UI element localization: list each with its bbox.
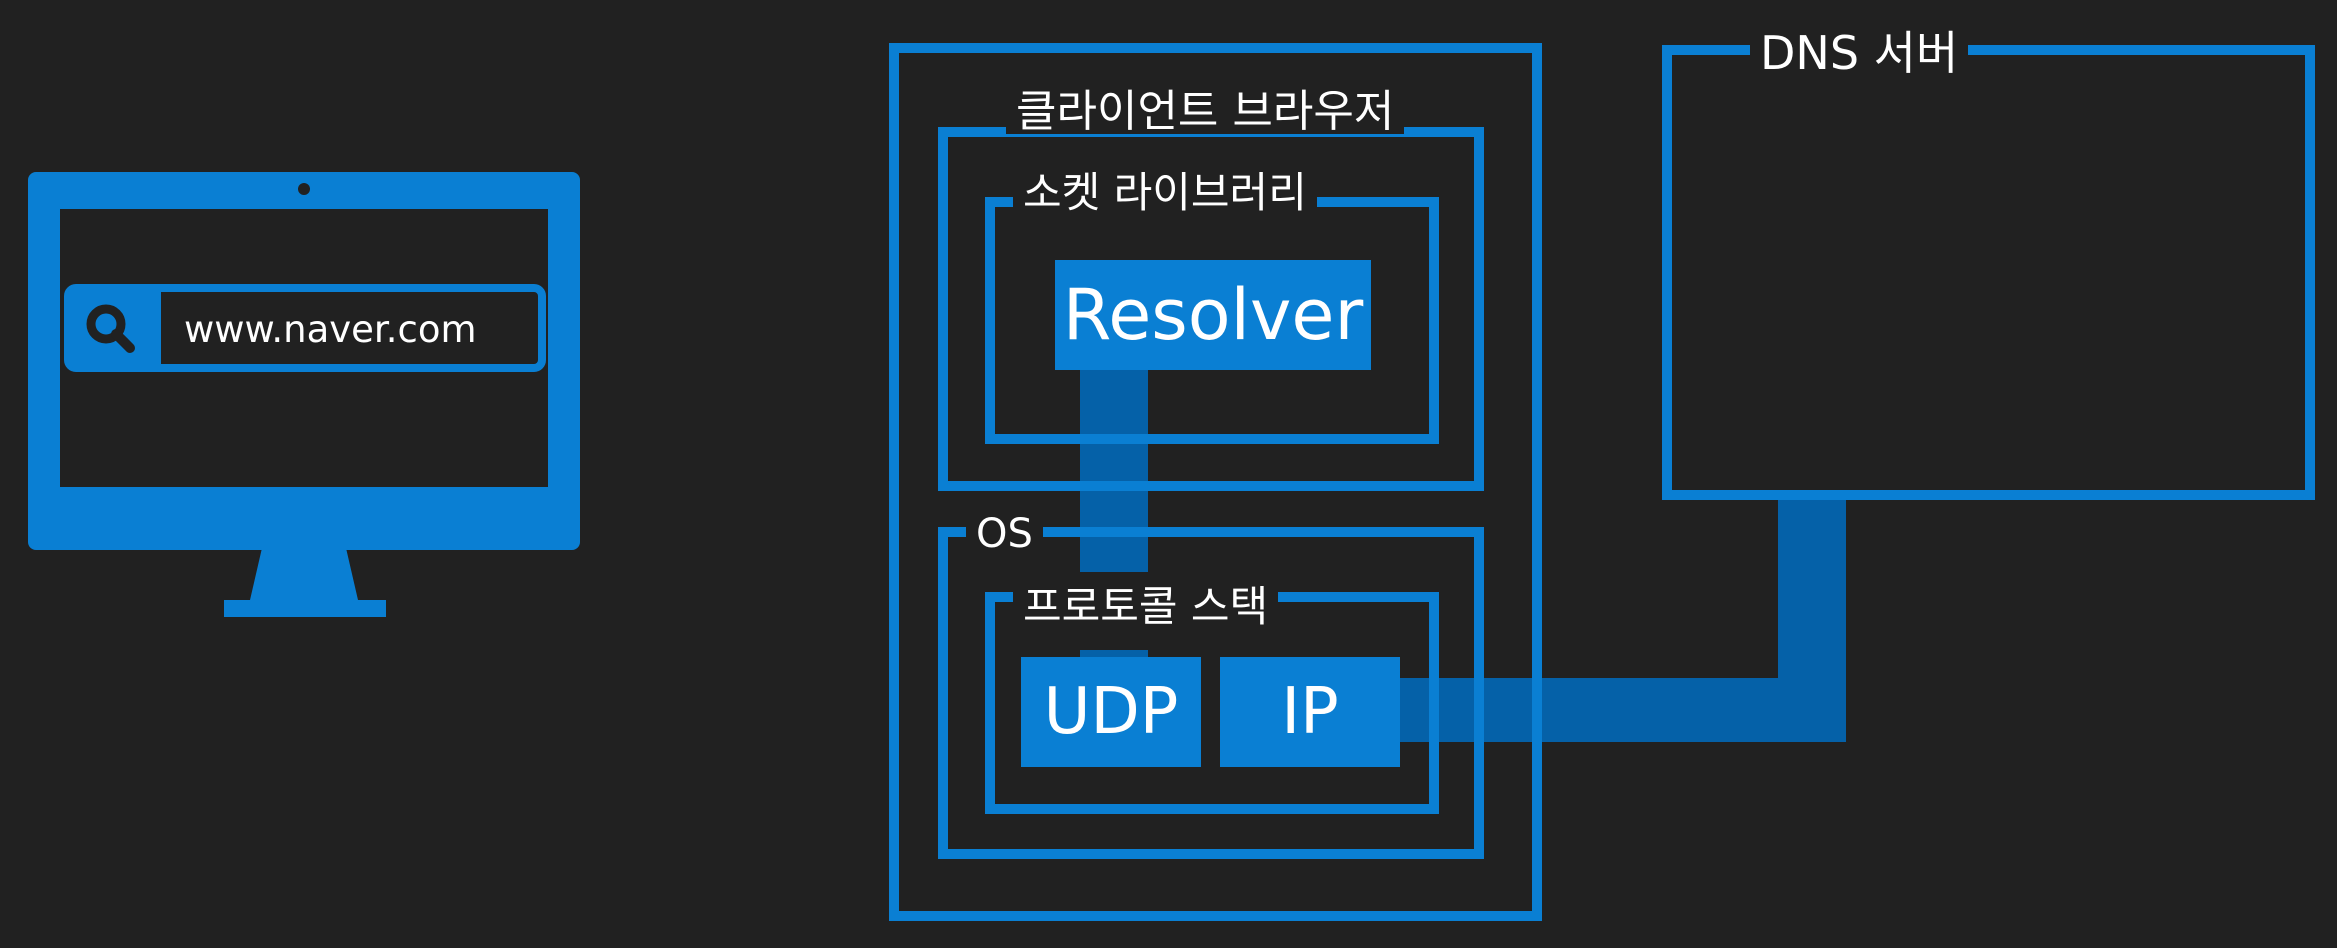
dns-server-frame: [1662, 45, 2315, 500]
resolver-label: Resolver: [1062, 274, 1364, 356]
dns-server-label: DNS 서버: [1750, 30, 1969, 76]
protocol-stack-label: 프로토콜 스택: [1013, 586, 1279, 628]
udp-label: UDP: [1043, 675, 1179, 749]
os-frame: [938, 527, 1484, 859]
socket-library-label: 소켓 라이브러리: [1013, 172, 1317, 214]
resolver-box: Resolver: [1055, 260, 1371, 370]
ip-to-dns-connector-vertical: [1778, 492, 1846, 742]
resolver-to-udp-connector: [1080, 368, 1148, 572]
search-divider: [154, 292, 161, 364]
ip-label: IP: [1281, 675, 1339, 749]
client-machine-frame: [889, 43, 1542, 921]
resolver-to-udp-connector-lower: [1080, 650, 1148, 660]
camera-dot-icon: [298, 183, 310, 195]
url-text[interactable]: www.naver.com: [184, 308, 477, 351]
search-icon: [86, 304, 135, 353]
monitor-stand: [224, 548, 386, 617]
os-label: OS: [966, 514, 1043, 554]
search-icon-box[interactable]: [68, 288, 154, 368]
udp-box: UDP: [1021, 657, 1201, 767]
browser-label: 클라이언트 브라우저: [1006, 90, 1405, 134]
ip-box: IP: [1220, 657, 1400, 767]
